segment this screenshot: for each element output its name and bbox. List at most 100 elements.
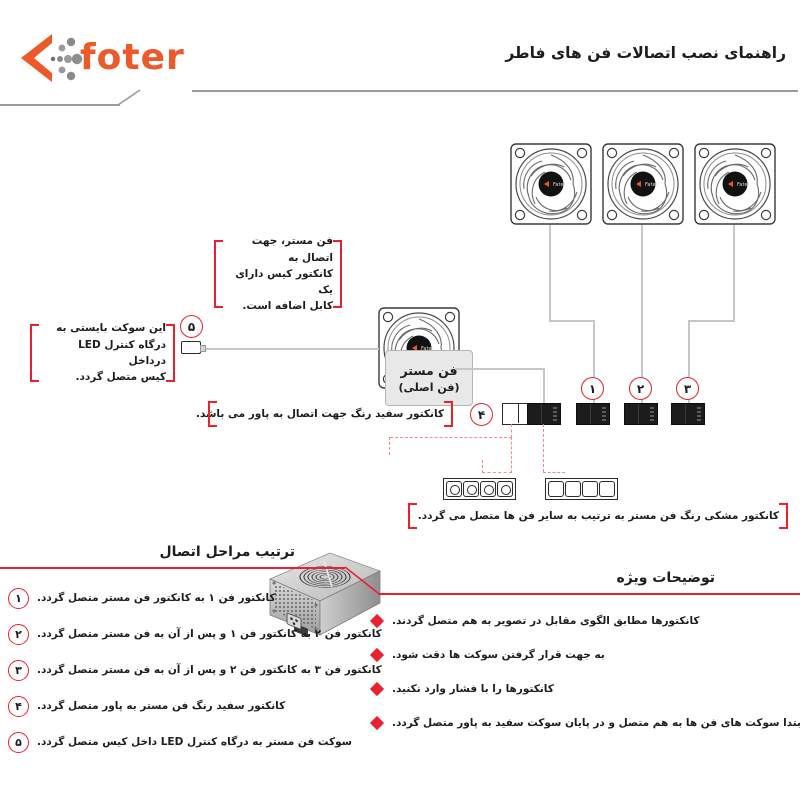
header-rule-diagonal (118, 89, 198, 106)
marker-3: ۳ (676, 377, 699, 400)
annotation-black-connector-text: کانکتور مشکی رنگ فن مستر به ترتیب به سای… (417, 509, 779, 522)
header: foter راهنمای نصب اتصالات فن های فاطر (0, 0, 800, 112)
annotation-master-cable: فن مستر، جهت اتصال به کانکتور کیس دارای … (214, 235, 342, 312)
note-text: کانکتورها مطابق الگوی مقابل در تصویر به … (392, 615, 700, 627)
marker-2: ۲ (629, 377, 652, 400)
annotation-white-connector: کانکتور سفید رنگ جهت اتصال به پاور می با… (196, 401, 453, 427)
step-number: ۳ (8, 659, 29, 681)
step-number: ۱ (8, 587, 29, 609)
step-item: ۳ کانکتور فن ۳ به کانکتور فن ۲ و پس از آ… (8, 652, 382, 688)
annotation-master-cable-text: فن مستر، جهت اتصال به کانکتور کیس دارای … (235, 235, 333, 313)
svg-text:Fater: Fater (421, 346, 435, 352)
pin-hole (497, 481, 513, 497)
leader-detail-a-h (482, 472, 512, 473)
annotation-white-connector-text: کانکتور سفید رنگ جهت اتصال به پاور می با… (196, 407, 444, 420)
cable-fan3-seg2 (688, 320, 735, 323)
step-text: سوکت فن مستر به درگاه کنترل LED داخل کیس… (37, 736, 352, 748)
svg-text:Fater: Fater (737, 182, 751, 188)
step-item: ۱ کانکتور فن ۱ به کانکتور فن مستر متصل گ… (8, 580, 358, 616)
svg-text:Fater: Fater (645, 182, 659, 188)
diamond-bullet-icon (369, 647, 385, 663)
step-number: ۲ (8, 623, 29, 645)
diamond-bullet-icon (369, 613, 385, 629)
cable-fan3-seg3 (688, 320, 691, 404)
marker-1: ۱ (581, 377, 604, 400)
connection-steps-list: ۱ کانکتور فن ۱ به کانکتور فن مستر متصل گ… (8, 580, 382, 760)
header-rule-left (0, 104, 120, 106)
notes-rule (378, 593, 800, 595)
master-fan-label-line2: (فن اصلی) (398, 380, 460, 394)
fater-chevron-dots-icon (21, 34, 83, 82)
leader-white-conn-vertical (511, 424, 512, 438)
fan3-connector (671, 403, 705, 425)
leader-detail-a-v1 (511, 437, 512, 473)
pin-hole (480, 481, 496, 497)
marker-4: ۴ (470, 403, 493, 426)
leader-detail-b-v (543, 424, 544, 472)
master-black-connector (527, 403, 561, 425)
steps-section-title: ترتیب مراحل اتصال (159, 544, 295, 560)
special-notes-list: کانکتورها مطابق الگوی مقابل در تصویر به … (369, 604, 800, 740)
cable-master-seg2 (543, 368, 546, 404)
annotation-led-socket: این سوکت بایستی به درگاه کنترل LED درداخ… (30, 322, 175, 383)
note-text: کانکتورها را با فشار وارد نکنید. (392, 683, 554, 695)
fan2-connector (624, 403, 658, 425)
leader-psu-vertical (389, 437, 390, 455)
leader-detail-a-v2 (482, 460, 483, 473)
cable-fan3-seg1 (733, 225, 736, 322)
annotation-black-connector: کانکتور مشکی رنگ فن مستر به ترتیب به سای… (408, 503, 788, 529)
cable-fan1-seg2 (549, 320, 595, 323)
svg-text:Fater: Fater (553, 182, 567, 188)
pin-hole (548, 481, 564, 497)
connector-detail-empty (545, 478, 618, 500)
step-text: کانکتور فن ۳ به کانکتور فن ۲ و پس از آن … (37, 664, 382, 676)
step-number: ۴ (8, 695, 29, 717)
fan-3: Fater (693, 142, 777, 226)
note-text: لطفاً ابتدا سوکت های فن ها به هم متصل و … (392, 717, 800, 729)
diamond-bullet-icon (369, 715, 385, 731)
marker-5: ۵ (180, 315, 203, 338)
pin-hole (599, 481, 615, 497)
steps-rule (0, 567, 345, 569)
note-item: کانکتورها را با فشار وارد نکنید. (369, 672, 792, 706)
diamond-bullet-icon (369, 681, 385, 697)
led-socket-connector (181, 341, 201, 354)
wiring-diagram: Fater Fater (0, 112, 800, 637)
header-rule-right (192, 90, 798, 92)
cable-led (205, 348, 379, 351)
cable-fan1-seg3 (593, 320, 596, 404)
fan1-connector (576, 403, 610, 425)
fan-1: Fater (509, 142, 593, 226)
brand-logo: foter (18, 32, 188, 84)
leader-psu-horizontal (390, 437, 512, 438)
master-fan-label: فن مستر (فن اصلی) (385, 350, 473, 406)
leader-detail-b-h (543, 472, 565, 473)
note-item: کانکتورها مطابق الگوی مقابل در تصویر به … (369, 604, 792, 638)
pin-hole (463, 481, 479, 497)
note-item: به جهت قرار گرفتن سوکت ها دقت شود. (369, 638, 792, 672)
master-fan-label-line1: فن مستر (400, 362, 458, 378)
cable-master-seg1 (455, 368, 545, 371)
led-socket-tip (200, 345, 206, 352)
step-text: کانکتور فن ۱ به کانکتور فن مستر متصل گرد… (37, 592, 276, 604)
pin-hole (446, 481, 462, 497)
step-number: ۵ (8, 731, 29, 753)
pin-hole (565, 481, 581, 497)
cable-fan1-seg1 (549, 225, 552, 322)
notes-section-title: توضیحات ویژه (616, 570, 716, 586)
footer: ترتیب مراحل اتصال توضیحات ویژه ۱ کانکتور… (0, 536, 800, 800)
step-item: ۲ کانکتور فن ۲ به کانکتور فن ۱ و پس از آ… (8, 616, 382, 652)
page-title: راهنمای نصب اتصالات فن های فاطر (505, 44, 786, 62)
step-text: کانکتور سفید رنگ فن مستر به پاور متصل گر… (37, 700, 286, 712)
brand-logo-text: foter (80, 37, 185, 78)
annotation-led-socket-text: این سوکت بایستی به درگاه کنترل LED درداخ… (56, 322, 166, 384)
white-power-connector (502, 403, 528, 425)
pin-hole (582, 481, 598, 497)
step-text: کانکتور فن ۲ به کانکتور فن ۱ و پس از آن … (37, 628, 382, 640)
connector-detail-pinned (443, 478, 516, 500)
step-item: ۴ کانکتور سفید رنگ فن مستر به پاور متصل … (8, 688, 358, 724)
step-item: ۵ سوکت فن مستر به درگاه کنترل LED داخل ک… (8, 724, 358, 760)
note-text: به جهت قرار گرفتن سوکت ها دقت شود. (392, 649, 605, 661)
rule-connector-diagonal (344, 566, 384, 596)
